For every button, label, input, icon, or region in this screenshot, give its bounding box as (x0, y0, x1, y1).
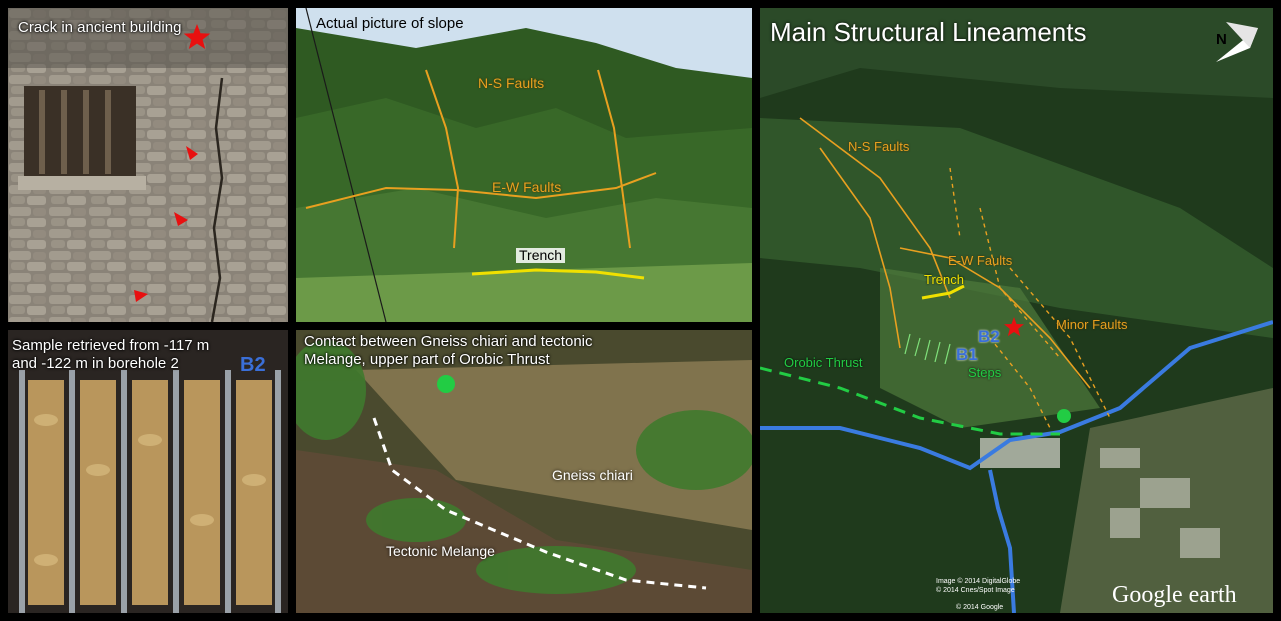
slope-trench-label: Trench (516, 247, 566, 264)
crack-marker-3 (134, 290, 148, 302)
tributary-line (988, 469, 1016, 613)
north-arrow-icon (1216, 22, 1258, 62)
trench-line (471, 268, 645, 280)
crack-marker-2 (174, 212, 188, 226)
star-marker-icon (183, 24, 211, 49)
imagery-credit-1: Image © 2014 DigitalGlobe (936, 578, 1021, 585)
river-line (760, 320, 1273, 471)
minor-faults-label: Minor Faults (1056, 317, 1128, 332)
crack-marker-1 (186, 146, 198, 160)
core-sample-photo: Sample retrieved from -117 m and -122 m … (8, 330, 288, 613)
map-location-dot-icon (1057, 409, 1071, 423)
ew-fault-line (305, 172, 657, 209)
contact-photo: Contact between Gneiss chiari and tecton… (296, 330, 752, 613)
contact-caption-line1: Contact between Gneiss chiari and tecton… (304, 333, 593, 350)
building-caption: Crack in ancient building (18, 19, 182, 36)
map-ns-faults-label: N-S Faults (848, 139, 910, 154)
location-dot-icon (437, 375, 455, 393)
imagery-credit-2: © 2014 Cnes/Spot Image (936, 587, 1015, 594)
b2-star-marker-icon (1004, 317, 1024, 337)
map-ew-faults-label: E-W Faults (948, 253, 1013, 268)
slope-ew-faults-label: E-W Faults (492, 179, 562, 195)
map-title: Main Structural Lineaments (770, 17, 1087, 47)
ns-fault-line-1 (425, 69, 460, 249)
ns-fault-line-2 (597, 69, 631, 249)
sample-caption-line2: and -122 m in borehole 2 (12, 355, 179, 372)
wall-crack (210, 77, 224, 322)
melange-label: Tectonic Melange (386, 543, 495, 559)
imagery-credit-3: © 2014 Google (956, 604, 1004, 611)
contact-caption-line2: Melange, upper part of Orobic Thrust (304, 351, 550, 368)
borehole-b2-badge: B2 (240, 354, 266, 376)
map-b2-label: B2 (978, 327, 1000, 346)
orobic-thrust-line (760, 366, 1060, 436)
slope-photo: Actual picture of slope N-S Faults E-W F… (296, 8, 752, 322)
sample-caption-line1: Sample retrieved from -117 m (12, 337, 210, 354)
map-b1-label: B1 (956, 345, 978, 364)
orobic-thrust-label: Orobic Thrust (784, 355, 863, 370)
google-earth-watermark: Google earth (1112, 582, 1237, 608)
structural-map: Main Structural Lineaments N N-S Faults … (760, 8, 1273, 613)
north-label: N (1216, 31, 1227, 48)
slope-ns-faults-label: N-S Faults (478, 75, 545, 91)
steps-label: Steps (968, 365, 1002, 380)
map-trench-label: Trench (924, 272, 964, 287)
building-photo: Crack in ancient building (8, 8, 288, 322)
contact-line (372, 417, 707, 590)
gneiss-label: Gneiss chiari (552, 467, 633, 483)
slope-caption: Actual picture of slope (316, 15, 464, 32)
